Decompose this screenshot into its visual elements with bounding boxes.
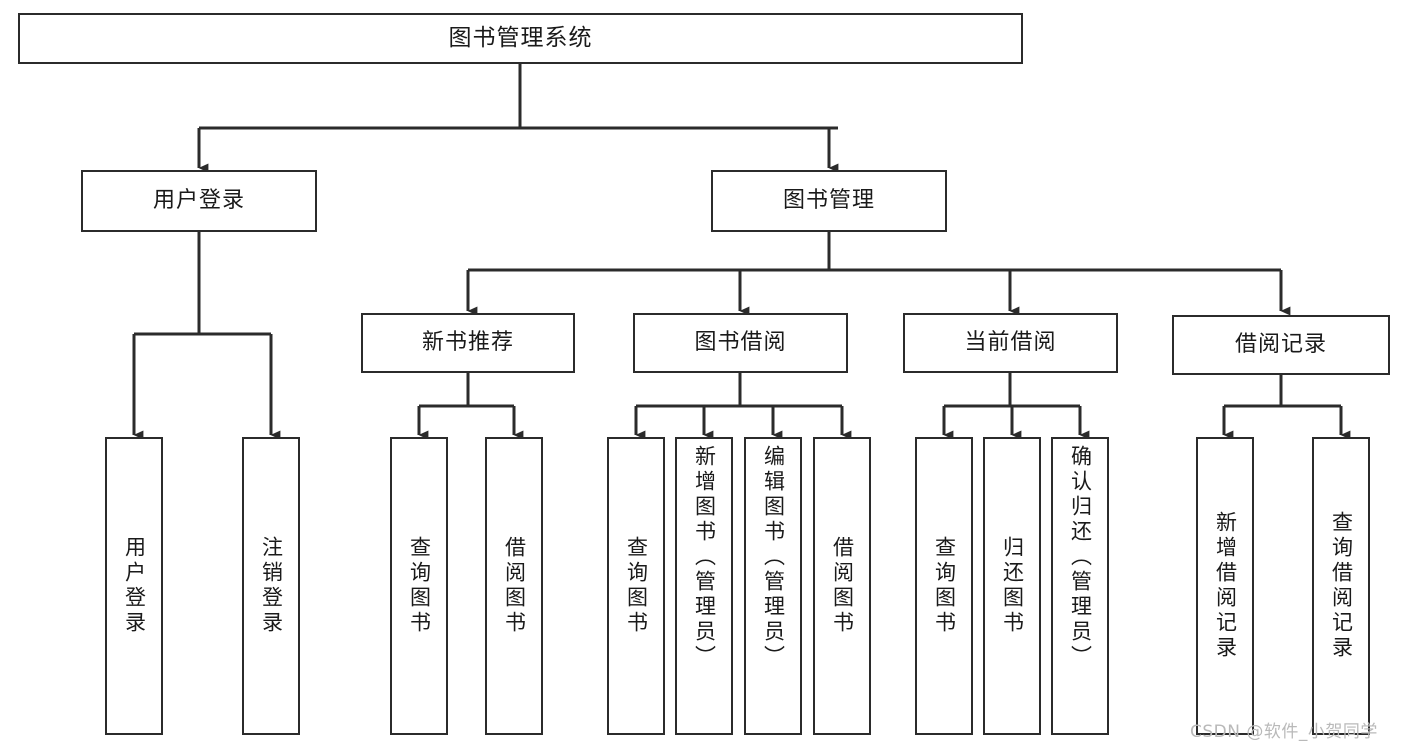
- node-label: 借阅图书: [830, 536, 855, 636]
- node-label: 查询图书: [624, 536, 649, 636]
- node-root-system[interactable]: 图书管理系统: [18, 13, 1023, 64]
- leaf-edit-book-admin[interactable]: 编辑图书（管理员）: [744, 437, 802, 735]
- leaf-add-borrow-record[interactable]: 新增借阅记录: [1196, 437, 1254, 735]
- node-label: 用户登录: [152, 188, 245, 214]
- node-label: 借阅图书: [502, 536, 527, 636]
- leaf-logout[interactable]: 注销登录: [242, 437, 300, 735]
- leaf-return-book[interactable]: 归还图书: [983, 437, 1041, 735]
- node-label: 查询借阅记录: [1329, 511, 1354, 661]
- node-user-login[interactable]: 用户登录: [81, 170, 317, 232]
- node-label: 新增图书（管理员）: [692, 445, 717, 670]
- watermark: CSDN @软件_小贺同学: [1190, 722, 1378, 742]
- node-label: 新增借阅记录: [1213, 511, 1238, 661]
- node-label: 查询图书: [932, 536, 957, 636]
- leaf-confirm-return-admin[interactable]: 确认归还（管理员）: [1051, 437, 1109, 735]
- node-label: 归还图书: [1000, 536, 1025, 636]
- node-label: 借阅记录: [1234, 332, 1327, 358]
- leaf-query-book-borrow[interactable]: 查询图书: [607, 437, 665, 735]
- node-book-borrow[interactable]: 图书借阅: [633, 313, 848, 373]
- node-label: 图书管理: [782, 188, 875, 214]
- node-current-borrow[interactable]: 当前借阅: [903, 313, 1118, 373]
- leaf-borrow-book-newbook[interactable]: 借阅图书: [485, 437, 543, 735]
- node-label: 查询图书: [407, 536, 432, 636]
- leaf-query-book-newbook[interactable]: 查询图书: [390, 437, 448, 735]
- leaf-add-book-admin[interactable]: 新增图书（管理员）: [675, 437, 733, 735]
- node-book-management[interactable]: 图书管理: [711, 170, 947, 232]
- node-new-book-recommend[interactable]: 新书推荐: [361, 313, 575, 373]
- node-label: 新书推荐: [421, 330, 514, 356]
- node-label: 图书借阅: [694, 330, 787, 356]
- leaf-query-borrow-record[interactable]: 查询借阅记录: [1312, 437, 1370, 735]
- leaf-borrow-book[interactable]: 借阅图书: [813, 437, 871, 735]
- leaf-user-login[interactable]: 用户登录: [105, 437, 163, 735]
- node-label: 当前借阅: [964, 330, 1057, 356]
- leaf-query-book-current[interactable]: 查询图书: [915, 437, 973, 735]
- node-label: 图书管理系统: [448, 25, 593, 52]
- node-label: 注销登录: [259, 536, 284, 636]
- node-label: 确认归还（管理员）: [1068, 445, 1093, 670]
- node-borrow-record[interactable]: 借阅记录: [1172, 315, 1390, 375]
- node-label: 编辑图书（管理员）: [761, 445, 786, 670]
- node-label: 用户登录: [122, 536, 147, 636]
